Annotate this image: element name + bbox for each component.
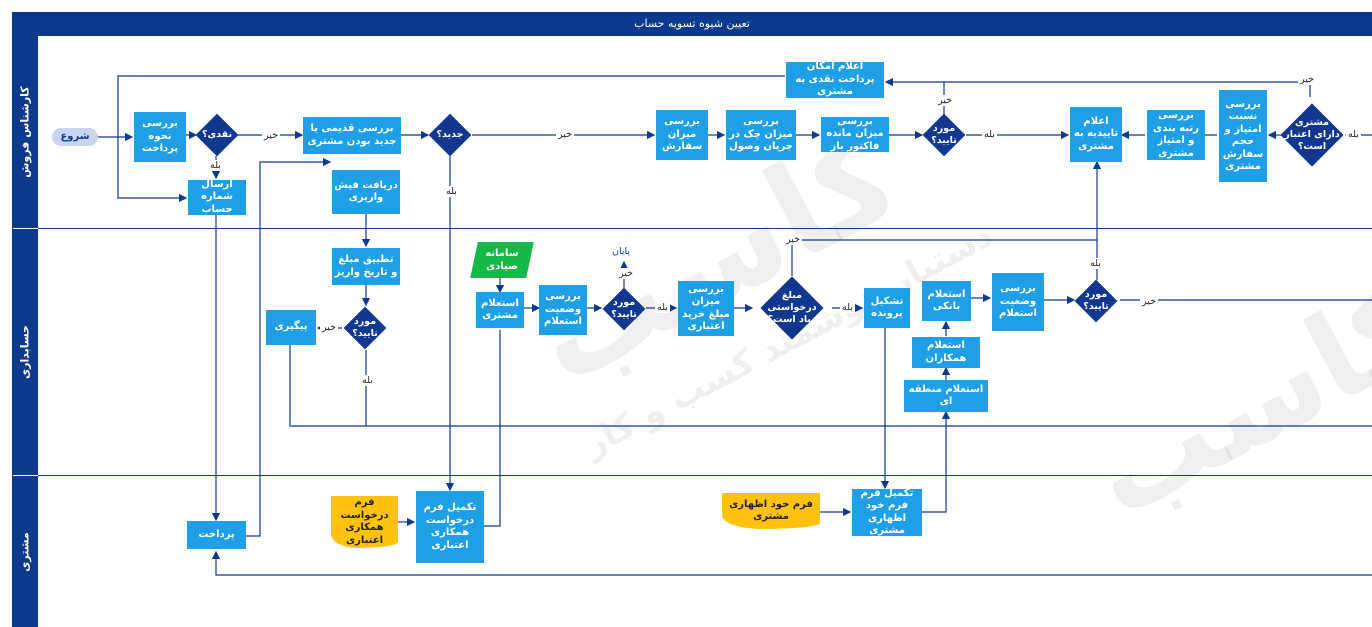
edge-label-yes: بله — [1346, 129, 1361, 140]
approval-decision-final: مورد تایید؟ — [1075, 280, 1117, 322]
check-open-invoice-box: بررسی میزان مانده فاکتور باز — [821, 116, 889, 152]
cash-decision: نقدی؟ — [196, 114, 238, 156]
lane-divider — [38, 228, 1372, 229]
fill-credit-request-box: تکمیل فرم درخواست همکاری اعتباری — [416, 491, 484, 563]
receive-deposit-slip-box: دریافت فیش واریزی — [332, 170, 400, 214]
credit-decision: مشتری دارای اعتبار است؟ — [1281, 104, 1343, 166]
edge-label-no: خیر — [1140, 296, 1158, 307]
match-amount-date-box: تطبیق مبلغ و تاریخ واریز — [332, 248, 400, 285]
start-node: شروع — [52, 128, 98, 146]
pay-box: پرداخت — [187, 521, 246, 549]
edge-label-yes: بله — [444, 186, 459, 197]
check-old-new-customer-box: بررسی قدیمی یا جدید بودن مشتری — [303, 117, 401, 154]
diagram-title: تعیین شیوه تسویه حساب — [12, 12, 1372, 36]
edge-label-yes: بله — [1088, 258, 1103, 269]
send-account-number-box: ارسال شماره حساب — [188, 179, 246, 215]
edge-label-no: خیر — [936, 95, 954, 106]
edge-label-no: خیر — [617, 268, 635, 279]
approval-decision-deposit: مورد تایید؟ — [344, 307, 386, 349]
lane-customer: مشتری — [12, 476, 38, 627]
check-inquiry-status-box-2: بررسی وضعیت استعلام — [992, 273, 1044, 331]
check-customer-rank-box: بررسی رتبه بندی و امتیاز مشتری — [1147, 110, 1205, 160]
approval-decision-inquiry: مورد تایید؟ — [603, 288, 645, 330]
self-declare-form-doc: فرم خود اظهاری مشتری — [722, 493, 820, 529]
sayadi-system-node: سامانه صیادی — [470, 242, 534, 278]
edge-label-yes: بله — [982, 129, 997, 140]
edge-label-yes: بله — [840, 302, 855, 313]
edge-label-no: خیر — [262, 130, 280, 141]
make-file-box: تشکیل پرونده — [864, 288, 910, 328]
end-node: پایان — [612, 246, 631, 257]
announce-cash-payment-box: اعلام امکان پرداخت نقدی به مشتری — [786, 61, 884, 98]
lane-divider — [38, 475, 1372, 476]
edge-label-yes: بله — [208, 160, 223, 171]
announce-approval-box: اعلام تاییدیه به مشتری — [1070, 107, 1122, 162]
edge-label-no: خیر — [320, 322, 338, 333]
check-order-amount-box: بررسی میزان سفارش — [656, 110, 708, 160]
check-credit-purchase-box: بررسی میزان مبلغ خرید اعتباری — [678, 281, 734, 336]
customer-inquiry-box: استعلام مشتری — [476, 292, 524, 328]
check-score-ratio-box: بررسی نسبت امتیاز و حجم سفارش مشتری — [1219, 90, 1267, 182]
lane-accounting: حسابداری — [12, 229, 38, 475]
lane-sales: کارشناس فروش — [12, 36, 38, 228]
new-customer-decision: جدید؟ — [429, 114, 471, 156]
credit-request-form-doc: فرم درخواست همکاری اعتباری — [331, 496, 398, 548]
amount-high-decision: مبلغ درخواستی زیاد است؟ — [761, 277, 823, 339]
edge-label-yes: بله — [360, 375, 375, 386]
check-inquiry-status-box: بررسی وضعیت استعلام — [539, 285, 587, 335]
regional-inquiry-box: استعلام منطقه ای — [904, 380, 988, 412]
colleague-inquiry-box: استعلام همکاران — [912, 337, 980, 368]
followup-box: پیگیری — [266, 310, 316, 345]
edge-label-no: خیر — [784, 234, 802, 245]
fill-self-declare-box: تکمیل فرم فرم خود اظهاری مشتری — [852, 488, 922, 536]
edge-label-no: خیر — [1298, 74, 1316, 85]
check-cheques-box: بررسی میزان چک در جریان وصول — [726, 110, 796, 160]
edge-label-yes: بله — [655, 302, 670, 313]
edge-label-no: خیر — [556, 129, 574, 140]
check-payment-method-box: بررسی نحوه پرداخت — [134, 112, 186, 162]
approval-decision-sales: مورد تایید؟ — [923, 114, 965, 156]
bank-inquiry-box: استعلام بانکی — [922, 281, 971, 321]
